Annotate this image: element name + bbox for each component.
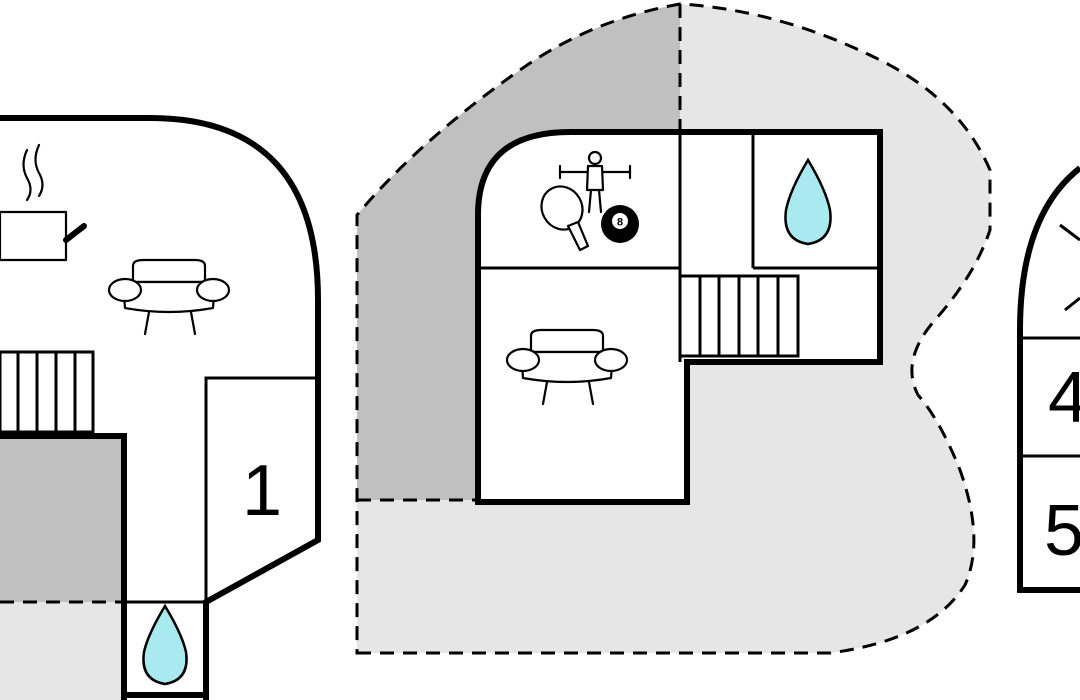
sofa-icon	[505, 328, 629, 406]
right-diagonal-line	[1059, 223, 1080, 242]
left-room-1-box	[204, 376, 318, 602]
center-building-outer-wall	[475, 129, 883, 505]
shower-drop-icon	[784, 157, 832, 246]
right-building: 4 5	[1017, 165, 1080, 593]
sofa-icon	[107, 258, 231, 336]
right-diagonal-line-2	[1064, 296, 1080, 312]
stairs-icon	[0, 350, 95, 434]
left-dark-room-wall	[0, 433, 127, 700]
right-building-outer-wall	[1017, 165, 1080, 593]
terrace-outline	[355, 2, 992, 655]
ping-pong-icon	[540, 185, 590, 252]
left-dark-room	[0, 436, 124, 602]
left-building: 1	[0, 115, 321, 700]
billiard-ball-label: 8	[617, 217, 623, 229]
stairs-icon	[678, 274, 800, 358]
right-room-number-top: 4	[1048, 358, 1080, 438]
shower-drop-icon	[142, 603, 188, 686]
left-terrace-light	[0, 602, 124, 700]
left-building-outer-wall	[0, 115, 321, 700]
left-room-number: 1	[242, 451, 282, 531]
center-building: 8	[475, 129, 883, 505]
table-football-icon	[558, 150, 632, 214]
right-room-number-bottom: 5	[1044, 491, 1080, 571]
stove-icon	[0, 143, 87, 262]
billiard-ball-icon: 8	[601, 205, 639, 243]
